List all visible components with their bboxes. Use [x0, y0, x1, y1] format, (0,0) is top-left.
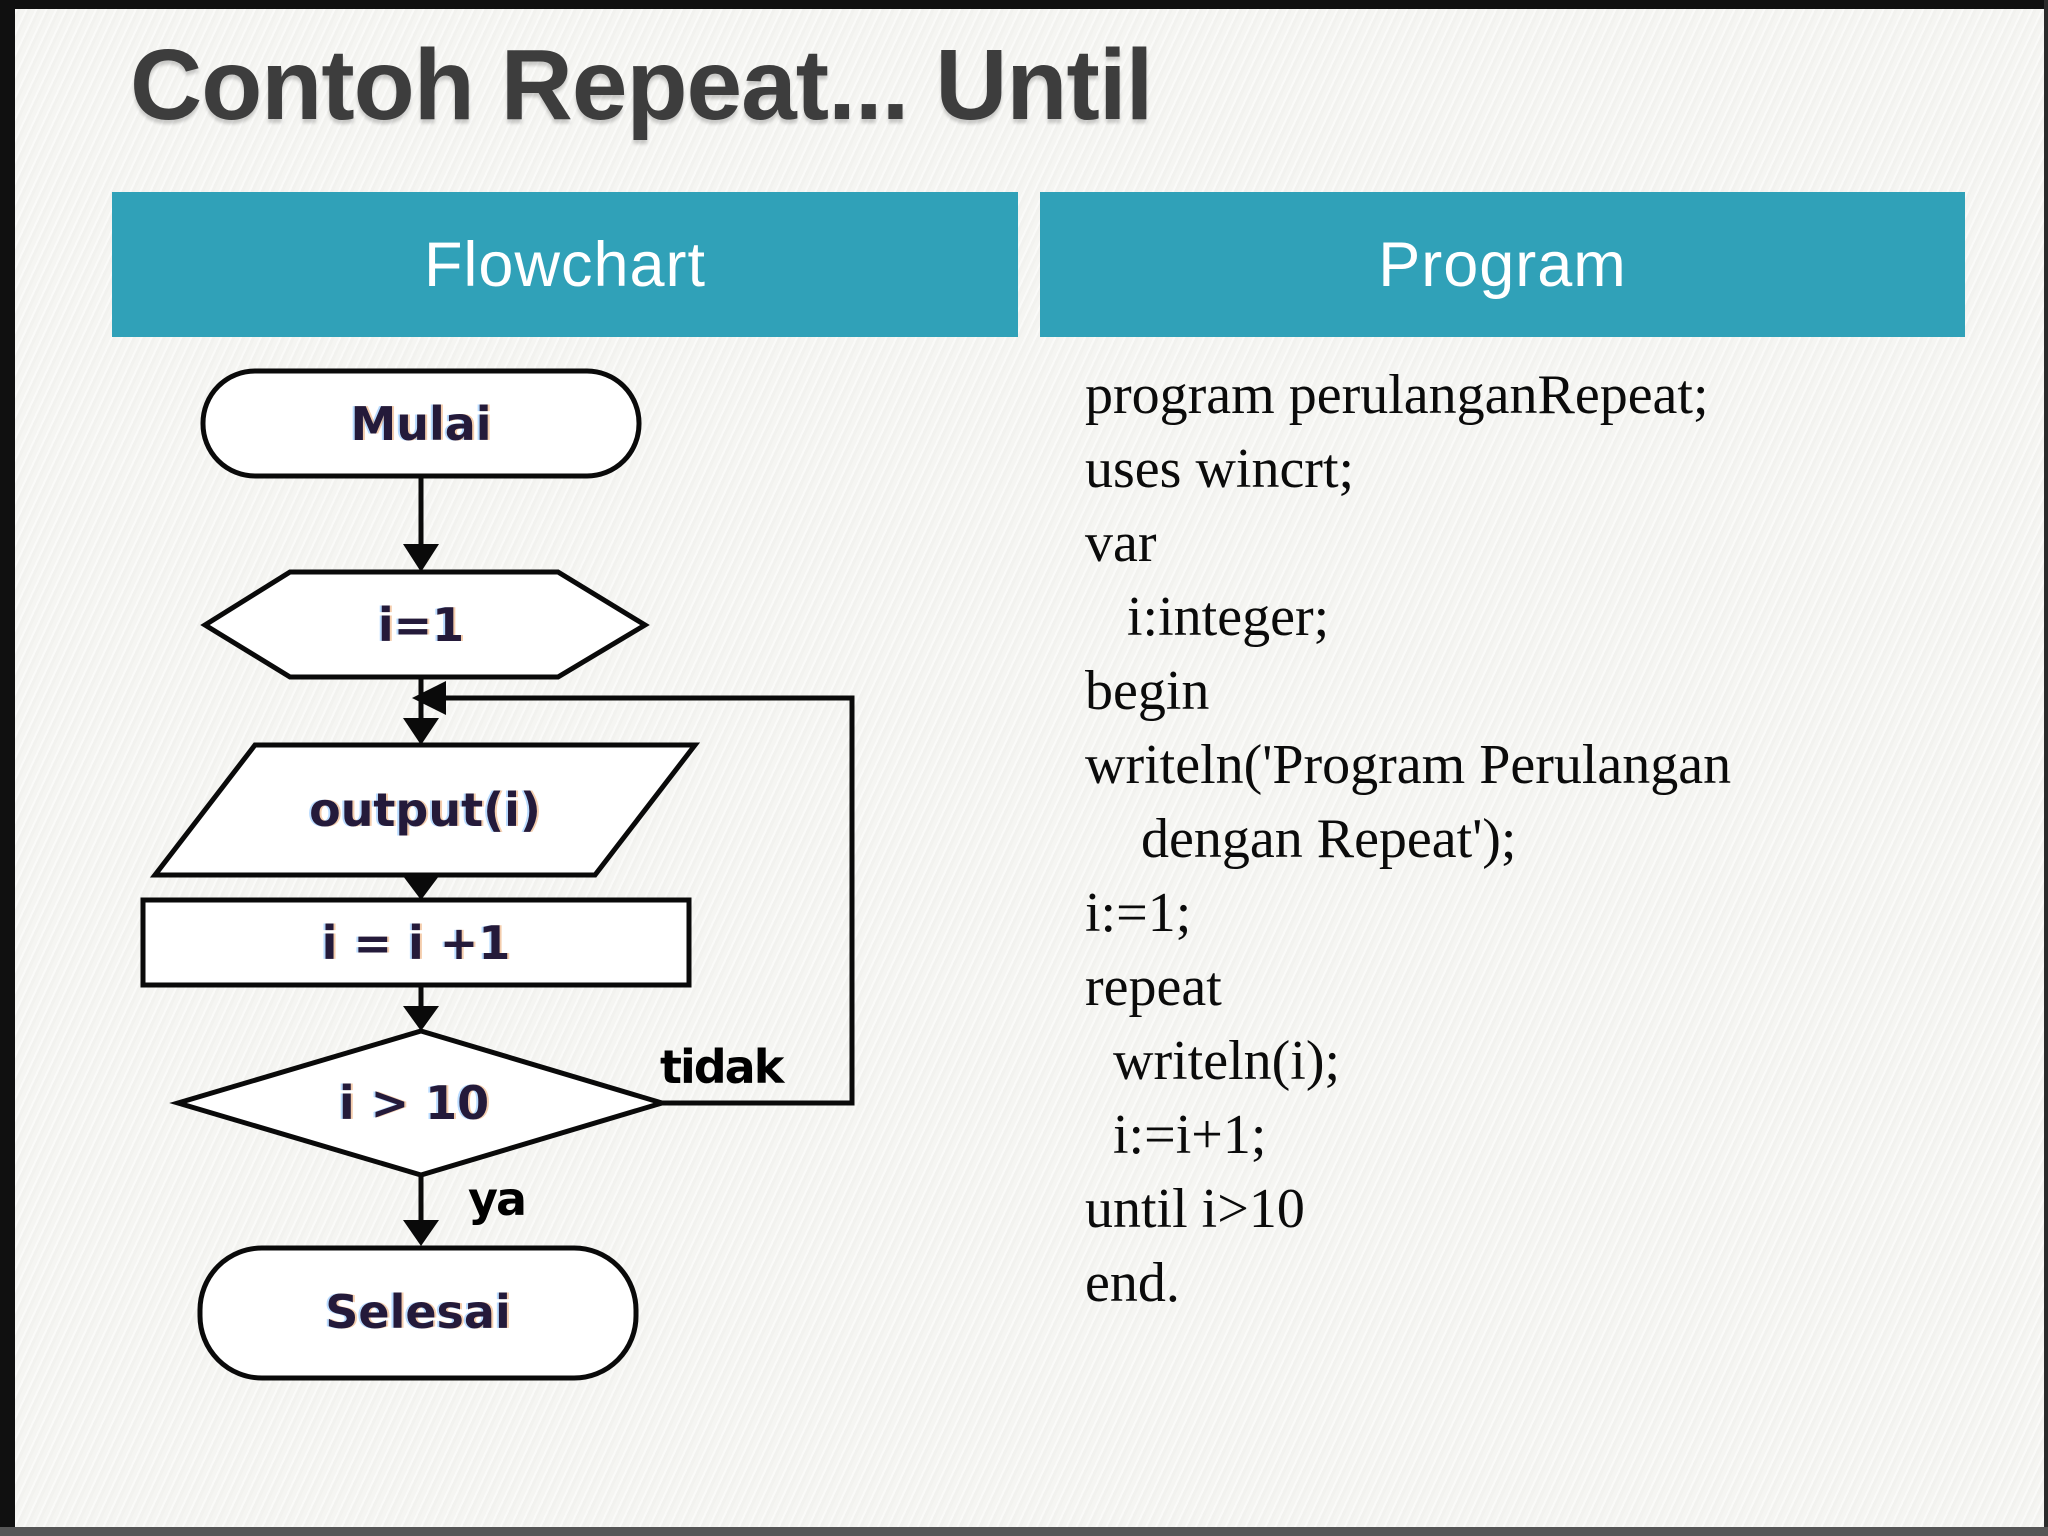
code-line: i:=i+1; — [1085, 1104, 1267, 1166]
arrowhead-loop-join — [412, 681, 446, 715]
slide-border-right — [2044, 0, 2048, 1536]
code-line: uses wincrt; — [1085, 438, 1355, 500]
arrowhead-into-io — [403, 718, 439, 745]
program-code-block: program perulanganRepeat; uses wincrt; v… — [1085, 358, 1731, 1320]
code-line: begin — [1085, 660, 1210, 722]
branch-label-no: tidak — [660, 1040, 784, 1094]
branch-label-yes: ya — [468, 1172, 527, 1226]
code-line: var — [1085, 512, 1157, 574]
arrowhead-into-prep — [403, 544, 439, 572]
terminator-end-label: Selesai — [325, 1285, 511, 1339]
process-label: i = i +1 — [321, 916, 511, 970]
program-header-label: Program — [1378, 229, 1627, 300]
loop-back-connector — [440, 695, 855, 1106]
process-shape — [140, 897, 692, 988]
slide-border-bottom — [0, 1527, 2048, 1536]
input-output-label: output(i) — [309, 783, 541, 837]
terminator-start-label: Mulai — [350, 397, 492, 451]
code-line: writeln('Program Perulangan — [1085, 734, 1732, 796]
code-line: end. — [1085, 1252, 1180, 1314]
slide-border-left — [0, 0, 15, 1536]
preparation-shape — [200, 569, 650, 680]
arrowhead-into-end — [403, 1220, 439, 1246]
slide-title: Contoh Repeat... Until — [130, 29, 1153, 141]
code-line: writeln(i); — [1085, 1030, 1341, 1092]
flowchart-header-label: Flowchart — [423, 229, 707, 300]
flowchart-column-header: Flowchart — [112, 192, 1018, 337]
preparation-label: i=1 — [377, 598, 465, 652]
program-column-header: Program — [1040, 192, 1965, 337]
terminator-end-shape — [197, 1245, 639, 1381]
code-line: dengan Repeat'); — [1085, 808, 1517, 870]
decision-label: i > 10 — [338, 1076, 490, 1130]
terminator-start-shape — [200, 368, 642, 479]
arrowhead-into-decision — [403, 1006, 439, 1031]
code-line: repeat — [1085, 956, 1222, 1018]
decision-shape — [169, 1028, 671, 1178]
arrowhead-into-process — [403, 876, 439, 900]
slide-border-top — [0, 0, 2048, 9]
code-line: i:=1; — [1085, 882, 1192, 944]
input-output-shape — [149, 742, 701, 878]
code-line: i:integer; — [1085, 586, 1330, 648]
code-line: program perulanganRepeat; — [1085, 364, 1709, 426]
code-line: until i>10 — [1085, 1178, 1305, 1240]
